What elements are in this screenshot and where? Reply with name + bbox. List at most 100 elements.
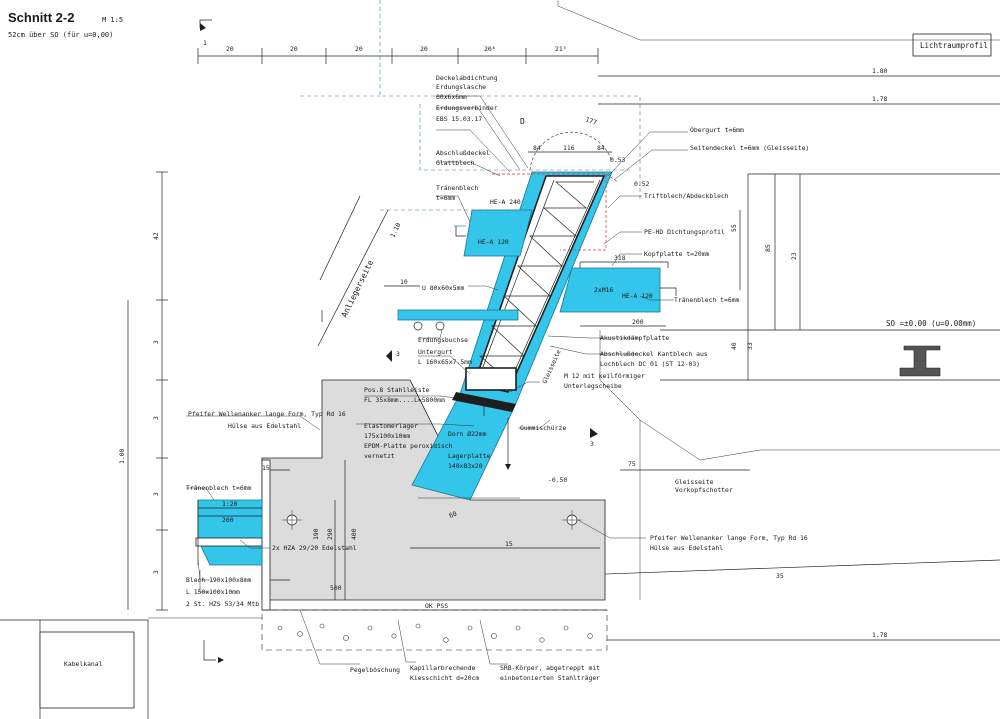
svg-text:177: 177 bbox=[584, 115, 598, 127]
svg-text:1.78: 1.78 bbox=[872, 631, 888, 639]
svg-text:Pfeifer Wellenanker lange Form: Pfeifer Wellenanker lange Form, Typ Rd 1… bbox=[188, 410, 346, 418]
svg-text:Gummischürze: Gummischürze bbox=[520, 424, 566, 432]
svg-text:290: 290 bbox=[326, 528, 334, 540]
dashed-outline bbox=[300, 0, 641, 211]
svg-text:175x100x10mm: 175x100x10mm bbox=[364, 432, 410, 440]
svg-text:Deckelabdichtung: Deckelabdichtung bbox=[436, 74, 498, 82]
svg-text:SRB-Körper, abgetreppt mit: SRB-Körper, abgetreppt mit bbox=[500, 664, 600, 672]
svg-text:Seitendeckel t=6mm (Gleisseite: Seitendeckel t=6mm (Gleisseite) bbox=[690, 144, 809, 152]
kabelkanal: Kabelkanal bbox=[0, 617, 262, 719]
svg-text:M 12 mit keilförmiger: M 12 mit keilförmiger bbox=[564, 372, 645, 380]
svg-text:Gleisseite: Gleisseite bbox=[541, 349, 562, 385]
svg-text:33: 33 bbox=[746, 342, 754, 350]
svg-text:400: 400 bbox=[350, 528, 358, 540]
svg-text:Glattblech: Glattblech bbox=[436, 159, 475, 167]
svg-text:500: 500 bbox=[330, 584, 342, 592]
track-area: SO =±0.00 (u=0.00mm) 85 23 55 33 40 75 G… bbox=[379, 173, 1000, 600]
svg-text:Erdungsbuchse: Erdungsbuchse bbox=[418, 336, 468, 344]
svg-text:Tränenblech t=6mm: Tränenblech t=6mm bbox=[186, 484, 252, 492]
svg-text:Elastomerlager: Elastomerlager bbox=[364, 422, 418, 430]
svg-text:Erdungslasche: Erdungslasche bbox=[436, 83, 486, 91]
drawing-title: Schnitt 2-2 bbox=[8, 10, 74, 25]
svg-text:200: 200 bbox=[632, 318, 644, 326]
svg-text:1: 1 bbox=[203, 39, 207, 47]
svg-text:Unterlegscheibe: Unterlegscheibe bbox=[564, 382, 622, 390]
svg-text:85: 85 bbox=[764, 244, 772, 252]
svg-text:20: 20 bbox=[420, 45, 428, 53]
svg-text:Pegelböschung: Pegelböschung bbox=[350, 666, 400, 674]
svg-text:84: 84 bbox=[597, 144, 605, 152]
svg-text:200: 200 bbox=[222, 516, 234, 524]
svg-text:Vorkopfschotter: Vorkopfschotter bbox=[675, 486, 733, 494]
top-dimension-chain: 20 20 20 20 20⁸ 21⁵ bbox=[197, 45, 599, 64]
svg-text:60: 60 bbox=[448, 510, 458, 520]
svg-text:Triftblech/Abdeckblech: Triftblech/Abdeckblech bbox=[644, 192, 729, 200]
svg-text:Kapillarbrechende: Kapillarbrechende bbox=[410, 664, 476, 672]
svg-text:1.10: 1.10 bbox=[389, 221, 403, 238]
svg-text:Erdungsverbinder: Erdungsverbinder bbox=[436, 104, 498, 112]
svg-text:EPDM-Platte peroxidisch: EPDM-Platte peroxidisch bbox=[364, 442, 453, 450]
svg-text:1.00: 1.00 bbox=[118, 448, 126, 464]
svg-text:vernetzt: vernetzt bbox=[364, 452, 395, 460]
svg-text:116: 116 bbox=[563, 144, 575, 152]
svg-text:PE-HD Dichtungsprofil: PE-HD Dichtungsprofil bbox=[644, 228, 725, 236]
svg-text:L 160x65x7.5mm: L 160x65x7.5mm bbox=[418, 358, 472, 366]
svg-text:3: 3 bbox=[152, 570, 160, 574]
inclined-girder bbox=[411, 131, 619, 501]
svg-text:Akustikdämpfplatte: Akustikdämpfplatte bbox=[600, 334, 669, 342]
svg-text:15: 15 bbox=[262, 464, 270, 472]
svg-text:20: 20 bbox=[355, 45, 363, 53]
left-vertical-dims: 42 3 3 3 1.00 3 bbox=[118, 171, 168, 611]
svg-text:HE-A 120: HE-A 120 bbox=[622, 292, 653, 300]
svg-text:einbetonierten Stahlträger: einbetonierten Stahlträger bbox=[500, 674, 600, 682]
svg-text:Lichtraumprofil: Lichtraumprofil bbox=[920, 41, 988, 50]
section-mark-top: 1 bbox=[199, 19, 212, 47]
svg-text:2xM16: 2xM16 bbox=[594, 286, 613, 294]
svg-text:3: 3 bbox=[396, 350, 400, 358]
svg-text:3: 3 bbox=[590, 440, 594, 448]
svg-text:HE-A 240: HE-A 240 bbox=[490, 198, 521, 206]
left-bracket: 1:20 200 15 bbox=[195, 459, 290, 611]
svg-text:318: 318 bbox=[614, 254, 626, 262]
svg-text:10: 10 bbox=[400, 278, 408, 286]
svg-text:21⁵: 21⁵ bbox=[555, 45, 567, 53]
girder-top-dims: 84 116 84 D 177 0.53 0.52 bbox=[520, 115, 650, 188]
svg-text:3: 3 bbox=[152, 492, 160, 496]
svg-text:0.52: 0.52 bbox=[634, 180, 650, 188]
svg-text:U 80x60x5mm: U 80x60x5mm bbox=[422, 284, 464, 292]
drawing-scale: M 1:5 bbox=[102, 16, 123, 24]
svg-text:Abschlußdeckel Kantblech aus: Abschlußdeckel Kantblech aus bbox=[600, 350, 708, 358]
leader-lines bbox=[186, 95, 688, 665]
svg-text:1:20: 1:20 bbox=[222, 500, 238, 508]
svg-text:1.80: 1.80 bbox=[872, 67, 888, 75]
svg-text:Gleisseite: Gleisseite bbox=[675, 478, 714, 486]
svg-text:Pfeifer Wellenanker lange Form: Pfeifer Wellenanker lange Form, Typ Rd 1… bbox=[650, 534, 808, 542]
svg-text:2x HZA 29/20 Edelstahl: 2x HZA 29/20 Edelstahl bbox=[272, 544, 357, 552]
svg-text:2 St. HZS 53/34 Mtb: 2 St. HZS 53/34 Mtb bbox=[186, 600, 259, 608]
svg-text:140x83x20: 140x83x20 bbox=[448, 462, 483, 470]
right-heam-beam: 318 200 bbox=[559, 254, 677, 327]
drawing-subtitle: 52cm über SO (für u=0,00) bbox=[8, 31, 113, 39]
svg-text:Lagerplatte: Lagerplatte bbox=[448, 452, 490, 460]
svg-text:Kiesschicht d=20cm: Kiesschicht d=20cm bbox=[410, 674, 479, 682]
svg-text:23: 23 bbox=[790, 252, 798, 260]
svg-text:55: 55 bbox=[730, 224, 738, 232]
svg-text:FL 35x8mm....L=5800mm: FL 35x8mm....L=5800mm bbox=[364, 396, 445, 404]
svg-text:Untergurt: Untergurt bbox=[418, 348, 453, 356]
svg-text:42: 42 bbox=[152, 232, 160, 240]
concrete-body: OK PSS 15 290 400 190 500 bbox=[261, 379, 608, 651]
svg-text:15: 15 bbox=[505, 540, 513, 548]
section-mark-right: 3 bbox=[590, 428, 598, 448]
svg-text:190: 190 bbox=[312, 528, 320, 540]
so-label: SO =±0.00 (u=0.00mm) bbox=[886, 319, 976, 328]
svg-text:Tränenblech t=6mm: Tränenblech t=6mm bbox=[674, 296, 740, 304]
svg-text:3: 3 bbox=[152, 340, 160, 344]
svg-text:t=6mm: t=6mm bbox=[436, 194, 455, 202]
svg-text:20: 20 bbox=[226, 45, 234, 53]
svg-text:Pos.8 Stahlleiste: Pos.8 Stahlleiste bbox=[364, 386, 430, 394]
svg-text:-0.50: -0.50 bbox=[548, 476, 567, 484]
section-mark-bottom bbox=[203, 640, 224, 663]
svg-text:Anliegerseite: Anliegerseite bbox=[340, 258, 376, 318]
svg-text:Hülse aus Edelstahl: Hülse aus Edelstahl bbox=[228, 422, 301, 430]
